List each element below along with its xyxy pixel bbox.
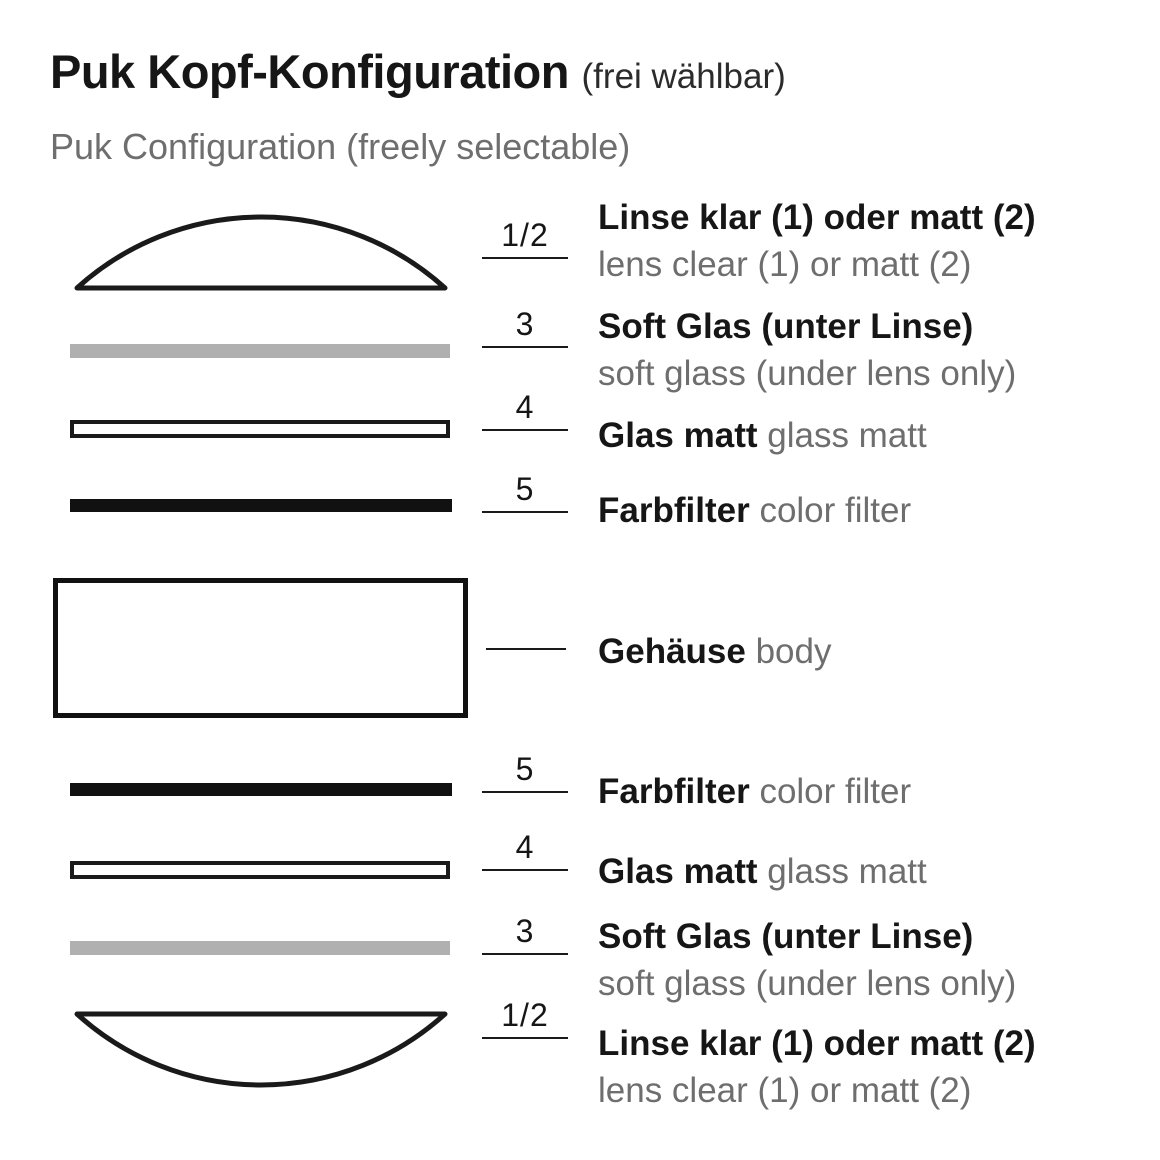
label-color-filter-top-de: Farbfilter — [598, 491, 750, 530]
label-color-filter-bottom-de: Farbfilter — [598, 772, 750, 811]
soft-glass-bottom-shape — [70, 941, 450, 955]
lens-bottom-shape — [74, 1011, 448, 1088]
label-glass-matt-bottom-de: Glas matt — [598, 852, 758, 891]
lens-top-shape — [74, 214, 448, 291]
callout-number-soft-glass-top: 3 — [482, 305, 568, 348]
label-body: Gehäuse body — [598, 628, 832, 675]
callout-rule-body — [486, 648, 566, 650]
color-filter-bottom-shape — [70, 783, 452, 796]
label-body-en: body — [755, 632, 832, 671]
callout-number-color-filter-bottom: 5 — [482, 750, 568, 793]
callout-number-glass-matt-bottom: 4 — [482, 828, 568, 871]
body-shape — [53, 578, 468, 718]
page-subtitle: Puk Configuration (freely selectable) — [50, 126, 631, 167]
glass-matt-top-shape — [70, 420, 450, 438]
label-lens-bottom-de: Linse klar (1) oder matt (2) — [598, 1024, 1036, 1063]
label-glass-matt-bottom-en: glass matt — [767, 852, 927, 891]
label-lens-top-de: Linse klar (1) oder matt (2) — [598, 198, 1036, 237]
label-body-de: Gehäuse — [598, 632, 746, 671]
label-color-filter-top: Farbfilter color filter — [598, 487, 911, 534]
label-color-filter-bottom-en: color filter — [759, 772, 912, 811]
label-soft-glass-top: Soft Glas (unter Linse) soft glass (unde… — [598, 303, 1016, 397]
callout-number-color-filter-top: 5 — [482, 470, 568, 513]
label-soft-glass-top-en: soft glass (under lens only) — [598, 354, 1017, 393]
page-title-suffix: (frei wählbar) — [581, 57, 786, 96]
page-title: Puk Kopf-Konfiguration (frei wählbar) — [50, 44, 786, 99]
label-lens-bottom: Linse klar (1) oder matt (2) lens clear … — [598, 1020, 1036, 1114]
label-glass-matt-top-en: glass matt — [767, 416, 927, 455]
glass-matt-bottom-shape — [70, 861, 450, 879]
label-lens-top-en: lens clear (1) or matt (2) — [598, 245, 972, 284]
callout-number-soft-glass-bottom: 3 — [482, 912, 568, 955]
callout-number-glass-matt-top: 4 — [482, 388, 568, 431]
label-color-filter-top-en: color filter — [759, 491, 912, 530]
label-soft-glass-bottom-en: soft glass (under lens only) — [598, 964, 1017, 1003]
label-lens-bottom-en: lens clear (1) or matt (2) — [598, 1071, 972, 1110]
page-title-de: Puk Kopf-Konfiguration — [50, 45, 569, 98]
callout-number-lens-bottom: 1/2 — [482, 996, 568, 1039]
label-color-filter-bottom: Farbfilter color filter — [598, 768, 911, 815]
label-lens-top: Linse klar (1) oder matt (2) lens clear … — [598, 194, 1036, 288]
label-glass-matt-top-de: Glas matt — [598, 416, 758, 455]
label-soft-glass-bottom: Soft Glas (unter Linse) soft glass (unde… — [598, 913, 1016, 1007]
color-filter-top-shape — [70, 499, 452, 512]
label-glass-matt-top: Glas matt glass matt — [598, 412, 927, 459]
label-soft-glass-bottom-de: Soft Glas (unter Linse) — [598, 917, 974, 956]
callout-number-lens-top: 1/2 — [482, 216, 568, 259]
label-glass-matt-bottom: Glas matt glass matt — [598, 848, 927, 895]
soft-glass-top-shape — [70, 344, 450, 358]
label-soft-glass-top-de: Soft Glas (unter Linse) — [598, 307, 974, 346]
